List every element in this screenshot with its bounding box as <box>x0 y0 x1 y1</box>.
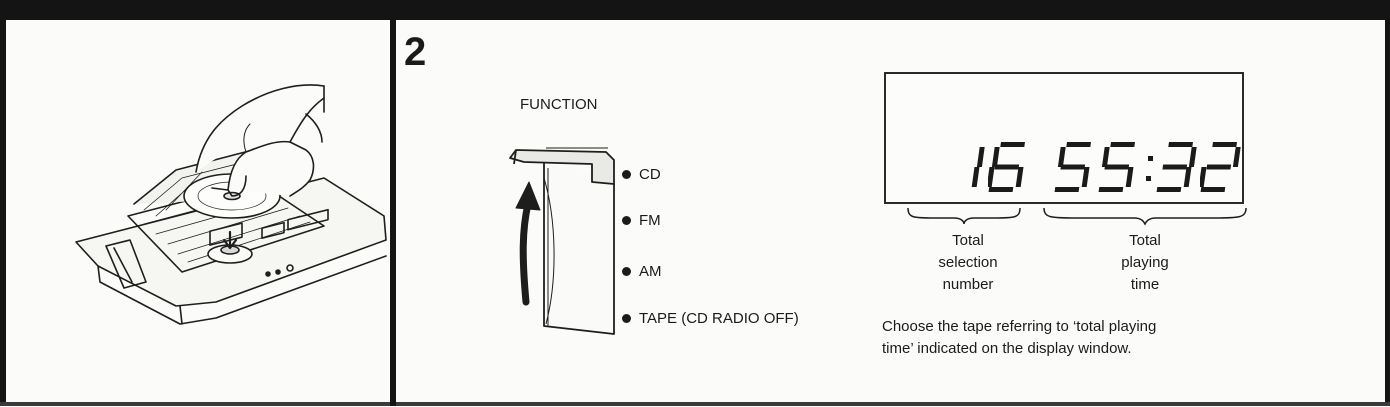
segment-a <box>1168 142 1193 147</box>
segment-colon <box>1146 156 1153 181</box>
display-window <box>884 72 1244 204</box>
segment-g <box>1104 164 1130 170</box>
playing-time-brace <box>1043 207 1247 226</box>
function-slide-switch <box>509 147 615 335</box>
cd-loading-illustration-panel <box>6 20 390 402</box>
segment-b <box>1188 147 1197 167</box>
segment-d <box>1200 187 1226 192</box>
option-label: CD <box>639 166 661 183</box>
segment-g <box>1060 164 1086 170</box>
segment-g <box>1206 164 1232 170</box>
segment-digit <box>988 142 1025 192</box>
caption-line: time <box>1130 276 1160 293</box>
option-label: AM <box>639 263 662 280</box>
caption-line: Total <box>1129 232 1161 249</box>
segment-digit <box>1156 142 1197 192</box>
selection-caption: Total selection number <box>910 230 1026 296</box>
bullet-dot-icon <box>622 314 631 323</box>
segment-f <box>991 147 1000 167</box>
total-selection-number-readout <box>944 140 1032 194</box>
segment-c <box>971 167 980 187</box>
segment-g <box>1162 164 1188 170</box>
function-option-am: AM <box>622 263 662 280</box>
segment-f <box>1101 147 1110 167</box>
bullet-dot-icon <box>622 170 631 179</box>
segment-b <box>976 147 985 167</box>
hand-loading-cd-illustration <box>75 84 387 325</box>
segment-f <box>1057 147 1066 167</box>
bottom-border <box>0 402 1390 406</box>
segment-digit <box>1054 142 1091 192</box>
caption-line: playing <box>1121 254 1169 271</box>
note-line: Choose the tape referring to ‘total play… <box>882 318 1157 335</box>
caption-line: selection <box>938 254 998 271</box>
segment-c <box>1015 167 1024 187</box>
segment-c <box>1081 167 1090 187</box>
step-number: 2 <box>404 30 427 74</box>
bullet-dot-icon <box>622 216 631 225</box>
right-border <box>1385 20 1390 404</box>
caption-line: Total <box>952 232 984 249</box>
function-option-cd: CD <box>622 166 661 183</box>
segment-g <box>994 164 1020 170</box>
segment-a <box>1212 142 1237 147</box>
segment-e <box>1200 167 1207 187</box>
segment-c <box>1183 167 1192 187</box>
segment-digit <box>971 147 985 187</box>
function-switch-label: FUNCTION <box>520 96 598 113</box>
segment-digit <box>1098 142 1135 192</box>
segment-a <box>1110 142 1135 147</box>
function-option-fm: FM <box>622 212 661 229</box>
function-option-tape: TAPE (CD RADIO OFF) <box>622 310 799 327</box>
segment-c <box>1125 167 1134 187</box>
instruction-note: Choose the tape referring to ‘total play… <box>882 316 1302 360</box>
segment-d <box>988 187 1014 192</box>
left-border <box>0 20 6 404</box>
bullet-dot-icon <box>622 267 631 276</box>
option-label: TAPE (CD RADIO OFF) <box>639 310 799 327</box>
note-line: time’ indicated on the display window. <box>882 340 1132 357</box>
selection-brace <box>907 207 1021 225</box>
segment-d <box>1054 187 1080 192</box>
segment-d <box>1156 187 1182 192</box>
panel-divider <box>390 20 396 406</box>
segment-digit <box>1200 142 1241 192</box>
segment-a <box>1066 142 1091 147</box>
total-playing-time-readout <box>1054 140 1244 194</box>
segment-b <box>1232 147 1241 167</box>
playing-time-caption: Total playing time <box>1104 230 1186 296</box>
top-border-bar <box>0 0 1390 20</box>
segment-d <box>1098 187 1124 192</box>
option-label: FM <box>639 212 661 229</box>
caption-line: number <box>942 276 994 293</box>
step-panel: 2 FUNCTION CD FM AM TAPE (CD RADIO OFF) <box>396 20 1385 402</box>
segment-e <box>988 167 995 187</box>
segment-a <box>1000 142 1025 147</box>
